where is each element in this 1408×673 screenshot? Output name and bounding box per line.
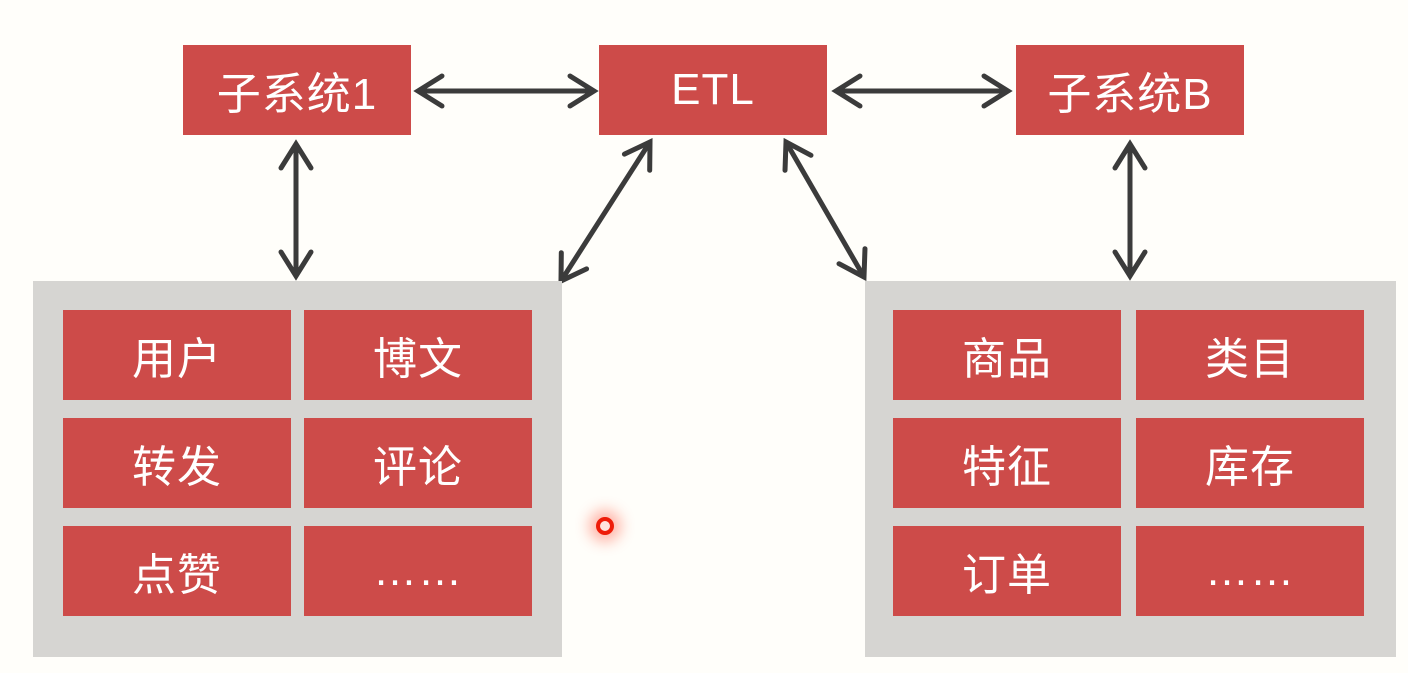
cell-category: 类目 bbox=[1136, 310, 1364, 400]
cell-like: 点赞 bbox=[63, 526, 291, 616]
cell-more-right: …… bbox=[1136, 526, 1364, 616]
node-etl-label: ETL bbox=[671, 65, 755, 114]
edge-etl-right-panel bbox=[782, 137, 868, 282]
cell-product: 商品 bbox=[893, 310, 1121, 400]
node-subsystem-1-label: 子系统1 bbox=[216, 70, 378, 119]
cell-comment: 评论 bbox=[304, 418, 532, 508]
panel-right-datasets: 商品 类目 特征 库存 订单 …… bbox=[865, 281, 1396, 657]
cell-feature: 特征 bbox=[893, 418, 1121, 508]
cell-more-left: …… bbox=[304, 526, 532, 616]
node-etl: ETL bbox=[599, 45, 827, 135]
node-subsystem-1: 子系统1 bbox=[183, 45, 411, 135]
edge-etl-left-panel bbox=[558, 138, 653, 285]
cell-blog-post: 博文 bbox=[304, 310, 532, 400]
cell-user: 用户 bbox=[63, 310, 291, 400]
cell-repost: 转发 bbox=[63, 418, 291, 508]
panel-left-datasets: 用户 博文 转发 评论 点赞 …… bbox=[33, 281, 562, 657]
cell-inventory: 库存 bbox=[1136, 418, 1364, 508]
laser-pointer-dot bbox=[596, 517, 614, 535]
node-subsystem-b: 子系统B bbox=[1016, 45, 1244, 135]
cell-order: 订单 bbox=[893, 526, 1121, 616]
node-subsystem-b-label: 子系统B bbox=[1047, 70, 1213, 119]
